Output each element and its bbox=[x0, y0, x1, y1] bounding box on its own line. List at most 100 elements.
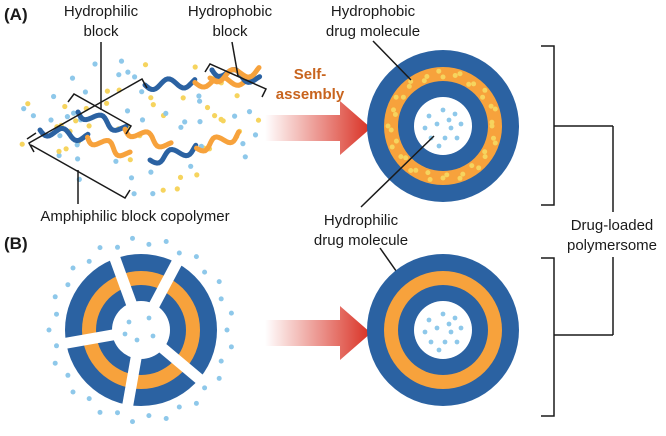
hydrophilic-drug-dot bbox=[216, 279, 222, 285]
panel-b-label: (B) bbox=[4, 234, 28, 253]
hydrophilic-drug-dot bbox=[150, 333, 156, 339]
hydrophobic-drug-dot bbox=[452, 73, 458, 78]
hydrophobic-drug-dot bbox=[398, 154, 404, 160]
hydrophilic-drug-dot bbox=[65, 372, 71, 378]
hydrophilic-drug-dot bbox=[246, 109, 253, 115]
hydrophilic-drug-dot bbox=[182, 119, 188, 125]
hydrophilic-drug-dot bbox=[128, 175, 135, 181]
membrane-gap bbox=[157, 342, 206, 386]
hydrophobic-drug-dot bbox=[150, 102, 156, 108]
hydrophilic-drug-dot bbox=[52, 360, 58, 366]
hydrophobic-drug-dot bbox=[174, 186, 180, 192]
hydrophilic-drug-dot bbox=[458, 325, 464, 331]
hydrophobic-drug-dot bbox=[212, 113, 218, 119]
membrane-gap bbox=[108, 252, 138, 308]
hydrophilic-drug-dot bbox=[82, 89, 88, 95]
hydrophobic-drug-dot bbox=[482, 154, 488, 160]
hydrophilic-drug-dot bbox=[86, 258, 92, 264]
hydrophobic-drug-dot bbox=[482, 87, 488, 93]
hydrophobic-drug-dot bbox=[440, 175, 446, 181]
broken-polymersome bbox=[61, 252, 217, 410]
copolymer-bracket bbox=[30, 144, 131, 200]
hydrophilic-drug-dot bbox=[74, 142, 80, 148]
hydrophobic-drug-leader-line bbox=[372, 40, 412, 81]
hydrophilic-drug-dot bbox=[440, 311, 446, 317]
hydrophilic-drug-dot bbox=[48, 117, 54, 123]
hydrophilic-drug-dot bbox=[228, 344, 234, 350]
hydrophilic-drug-dot bbox=[56, 152, 62, 159]
hydrophobic-drug-dot bbox=[482, 149, 488, 155]
hydrophobic-drug-dot bbox=[408, 168, 414, 173]
hydrophobic-drug-dot bbox=[148, 95, 154, 101]
hydrophobic-drug-dot bbox=[127, 157, 133, 163]
hydrophilic-drug-dot bbox=[422, 125, 428, 131]
hydrophilic-drug-dot bbox=[452, 315, 458, 321]
hydrophilic-drug-dot bbox=[452, 111, 458, 117]
hydrophilic-drug-leader-line-a bbox=[360, 135, 435, 208]
hydrophobic-drug-dot bbox=[489, 123, 495, 129]
hydrophilic-drug-dot bbox=[218, 358, 224, 364]
hydrophobic-drug-dot bbox=[393, 94, 399, 100]
hydrophilic-drug-dot bbox=[426, 317, 432, 323]
hydrophilic-drug-dot bbox=[51, 93, 57, 100]
hydrophilic-drug-dot bbox=[124, 108, 131, 114]
hydrophobic-drug-dot bbox=[218, 116, 224, 122]
hydrophobic-drug-dot bbox=[425, 170, 431, 176]
hydrophilic-drug-dot bbox=[458, 121, 464, 127]
hydrophobic-drug-label-line1: Hydrophobic bbox=[331, 3, 416, 20]
hydrophilic-drug-dot bbox=[448, 329, 454, 335]
hydrophobic-drug-dot bbox=[436, 68, 442, 74]
hydrophilic-drug-dot bbox=[228, 310, 234, 316]
hydrophobic-drug-dot bbox=[400, 94, 406, 100]
hydrophilic-drug-dot bbox=[131, 191, 137, 197]
hydrophobic-leader-line bbox=[231, 41, 239, 77]
hydrophilic-drug-dot bbox=[64, 114, 70, 120]
hydrophobic-drug-dot bbox=[480, 94, 486, 100]
polymersome-b bbox=[367, 254, 519, 406]
self-assembly-arrow bbox=[265, 101, 371, 155]
hydrophobic-drug-dot bbox=[393, 138, 399, 144]
hydrophilic-drug-dot bbox=[132, 74, 138, 80]
hydrophobic-block-bracket bbox=[204, 63, 268, 98]
hydrophobic-drug-dot bbox=[255, 117, 262, 123]
result-label-line2: polymersome bbox=[567, 237, 657, 254]
hydrophobic-drug-dots bbox=[385, 68, 498, 182]
hydrophobic-drug-dot bbox=[160, 187, 166, 193]
hydrophobic-drug-dot bbox=[476, 165, 482, 171]
hydrophilic-drug-dot bbox=[146, 315, 152, 321]
hydrophilic-drug-dot bbox=[442, 135, 448, 141]
membrane-gap bbox=[121, 354, 142, 410]
hydrophobic-drug-dot bbox=[413, 167, 419, 173]
hydrophilic-drug-dot bbox=[86, 396, 92, 402]
hydrophilic-drug-dot bbox=[163, 110, 169, 116]
hydrophilic-block-label-line1: Hydrophilic bbox=[64, 3, 139, 20]
hydrophobic-block bbox=[194, 129, 242, 154]
hydrophilic-drug-dot bbox=[434, 325, 440, 331]
self-assembly-label-line1: Self- bbox=[294, 66, 327, 83]
hydrophilic-drug-dot bbox=[202, 385, 208, 391]
hydrophilic-drug-dot bbox=[436, 143, 442, 149]
hydrophilic-drug-dot bbox=[240, 141, 246, 147]
hydrophilic-drug-dot bbox=[125, 69, 131, 75]
hydrophobic-drug-dot bbox=[457, 175, 463, 181]
hydrophilic-drug-dot bbox=[224, 327, 230, 333]
hydrophilic-drug-dots-b bbox=[422, 311, 464, 353]
hydrophobic-drug-dot bbox=[469, 163, 475, 169]
hydrophobic-drug-dot bbox=[104, 88, 110, 94]
hydrophilic-drug-dot bbox=[196, 93, 202, 99]
hydrophilic-block-label-line2: block bbox=[83, 23, 119, 40]
hydrophobic-drug-dot bbox=[492, 106, 498, 112]
hydrophilic-drug-dot bbox=[97, 409, 103, 415]
hydrophilic-drug-dot bbox=[163, 239, 169, 244]
hydrophilic-drug-dot bbox=[146, 241, 152, 247]
hydrophilic-drug-dot bbox=[448, 125, 454, 131]
hydrophilic-drug-dot bbox=[446, 117, 452, 123]
loading-arrow bbox=[265, 306, 371, 360]
hydrophilic-drug-dot bbox=[446, 321, 452, 327]
hydrophobic-drug-dot bbox=[391, 107, 396, 113]
hydrophobic-drug-dot bbox=[73, 118, 79, 124]
hydrophobic-drug-dot bbox=[471, 81, 477, 87]
hydrophilic-drug-dot bbox=[139, 89, 145, 95]
hydrophilic-drug-dot bbox=[197, 119, 203, 125]
hydrophilic-drug-dot bbox=[134, 337, 140, 343]
